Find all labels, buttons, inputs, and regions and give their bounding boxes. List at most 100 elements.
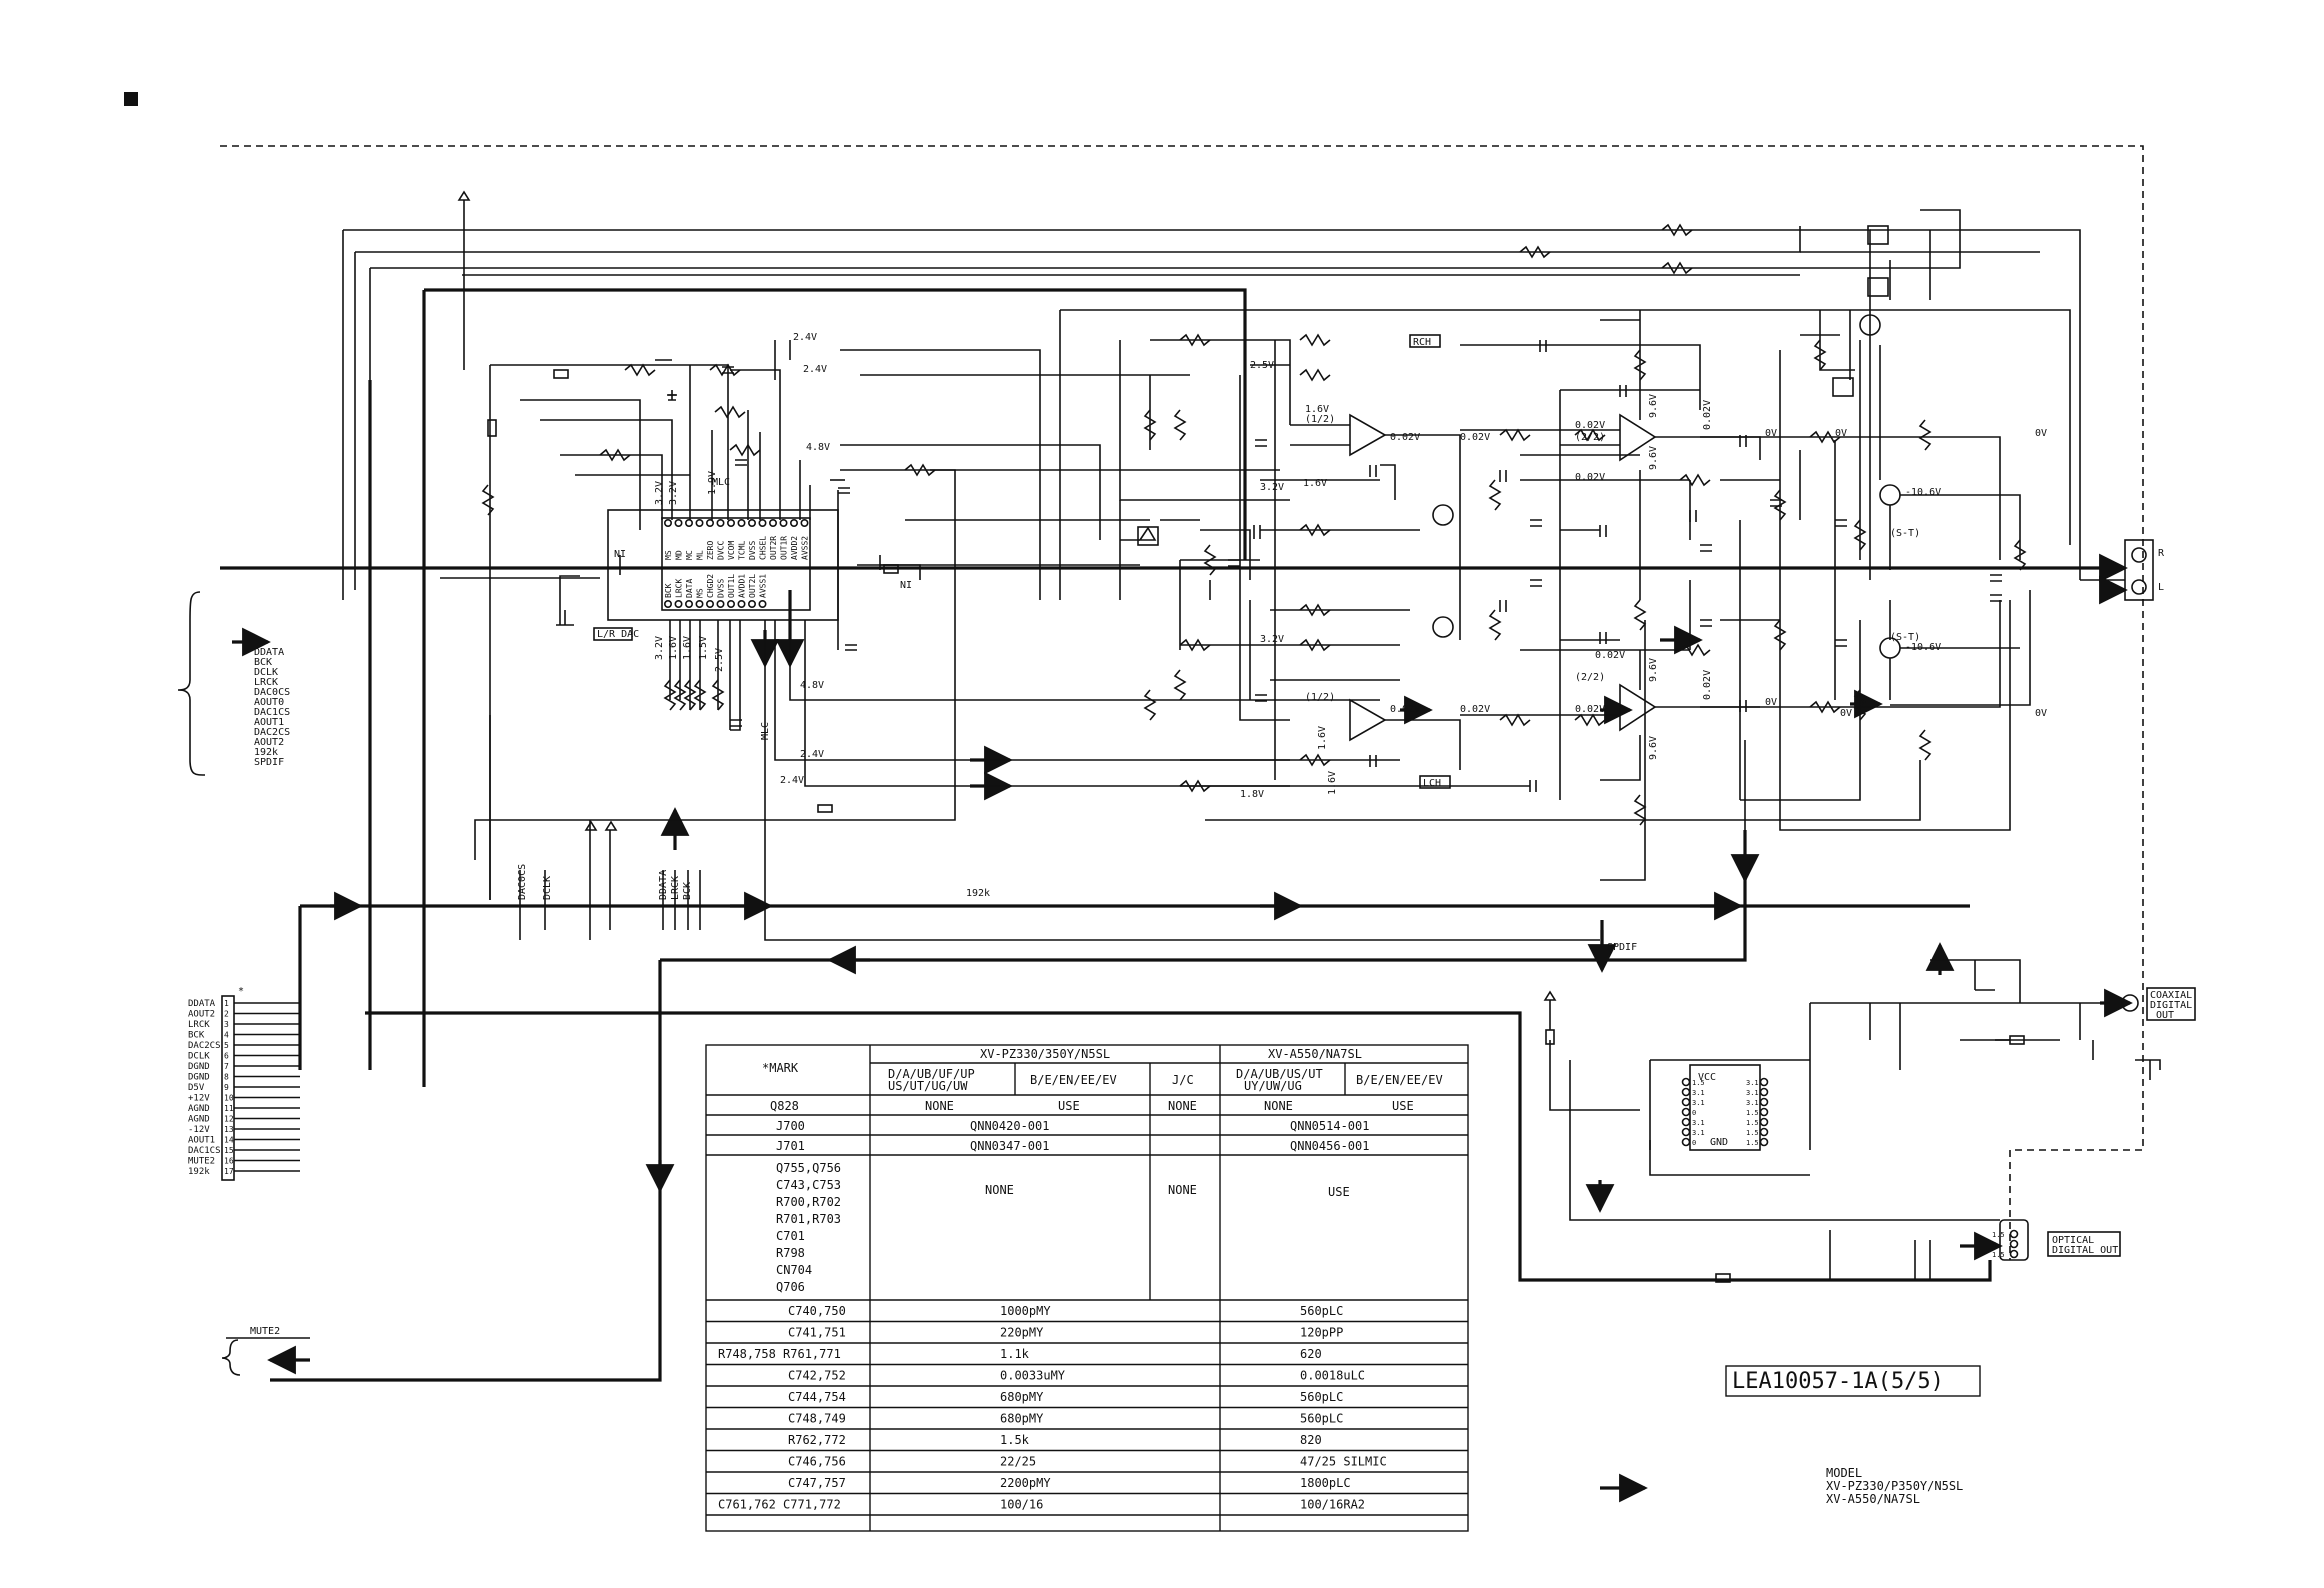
table-cell: 100/16 xyxy=(1000,1498,1043,1512)
table-sub-a1: US/UT/UG/UW xyxy=(888,1079,968,1093)
volt-3-2v: 3.2V xyxy=(1260,482,1284,493)
ic-pin-label: MS xyxy=(696,588,705,598)
ic-pin xyxy=(1759,1097,1769,1107)
conn-pin-number: 13 xyxy=(224,1125,234,1134)
conn-pin-number: 4 xyxy=(224,1031,229,1040)
ic-pin xyxy=(716,518,725,527)
ic-pin-label: OUT1L xyxy=(727,574,736,598)
ic-pin xyxy=(779,518,788,527)
conn-pin-label: AGND xyxy=(188,1104,210,1114)
bus-signal-label: 192k xyxy=(254,747,278,758)
table-cell: QNN0347-001 xyxy=(970,1139,1049,1153)
table-cell: 100/16RA2 xyxy=(1300,1498,1365,1512)
ic-pin-label: 1.5 xyxy=(1746,1139,1759,1147)
volt-9-6v: 9.6V xyxy=(1648,658,1659,682)
ic-pin xyxy=(789,518,798,527)
table-cell: USE xyxy=(1058,1099,1080,1113)
ic-pin xyxy=(726,518,735,527)
bus-signal-label: AOUT1 xyxy=(254,717,284,728)
volt-2-5v: 2.5V xyxy=(1250,360,1274,371)
optical-label: DIGITAL OUT xyxy=(2052,1245,2118,1256)
table-row-mark: R798 xyxy=(776,1246,805,1260)
vcc-label: VCC xyxy=(1698,1072,1716,1083)
table-cell: USE xyxy=(1392,1099,1414,1113)
coaxial-label: COAXIAL xyxy=(2150,990,2192,1001)
table-row-mark: C748,749 xyxy=(788,1412,846,1426)
optical-pin xyxy=(2009,1249,2019,1259)
ic-pin-label: MS xyxy=(664,550,673,560)
bus-signal-label: DAC2CS xyxy=(254,727,290,738)
table-row-mark: C761,762 C771,772 xyxy=(718,1498,841,1512)
table-row-mark: C743,C753 xyxy=(776,1178,841,1192)
table-cell: 560pLC xyxy=(1300,1304,1343,1318)
ic-pin xyxy=(726,599,735,608)
model-note: XV-A550/NA7SL xyxy=(1826,1492,1920,1506)
table-row-mark: C747,757 xyxy=(788,1476,846,1490)
rch-label: RCH xyxy=(1413,337,1431,348)
table-cell: 1800pLC xyxy=(1300,1476,1351,1490)
ic-pin-label: 1.5 xyxy=(1746,1119,1759,1127)
volt-1-8v: 1.8V xyxy=(1240,789,1264,800)
opamp-lch-1 xyxy=(1349,698,1387,742)
conn-pin-number: 11 xyxy=(224,1104,234,1113)
volt-2-4v: 2.4V xyxy=(803,364,827,375)
conn-pin-label: DGND xyxy=(188,1073,210,1083)
ic-pin-label: TCML xyxy=(738,541,747,560)
volt-9-6v: 9.6V xyxy=(1648,736,1659,760)
bus-label: BCK xyxy=(682,882,693,900)
table-cell: QNN0456-001 xyxy=(1290,1139,1369,1153)
ic-pin-label: 3.1 xyxy=(1746,1099,1759,1107)
table-cell: 2200pMY xyxy=(1000,1476,1051,1490)
ic-pin xyxy=(758,599,767,608)
table-row-mark: R701,R703 xyxy=(776,1212,841,1226)
coaxial-section: COAXIAL DIGITAL OUT xyxy=(1810,959,2196,1080)
parts-table: *MARK XV-PZ330/350Y/N5SL XV-A550/NA7SL D… xyxy=(705,1044,1981,1532)
st-label: (S-T) xyxy=(1890,528,1920,539)
conn-pin-label: AOUT2 xyxy=(188,1010,215,1020)
conn-pin-label: AOUT1 xyxy=(188,1136,215,1146)
volt-0v: 0V xyxy=(2035,708,2047,719)
ic-pin xyxy=(695,518,704,527)
table-model-a: XV-PZ330/350Y/N5SL xyxy=(980,1047,1110,1061)
table-cell: NONE xyxy=(925,1099,954,1113)
ic-pin-label: AVDD1 xyxy=(738,574,747,598)
coaxial-label: DIGITAL xyxy=(2150,1000,2192,1011)
volt-1-5v: 1.5V xyxy=(698,636,709,660)
volt-1-9v: 1.9V xyxy=(707,471,718,495)
volt-4-8v: 4.8V xyxy=(800,680,824,691)
volt-2-4v: 2.4V xyxy=(780,775,804,786)
volt-0-02v: 0.02V xyxy=(1460,432,1490,443)
volt-1-6v: 1.6V xyxy=(1303,478,1327,489)
ic-pin xyxy=(1681,1117,1691,1127)
table-cell: 680pMY xyxy=(1000,1390,1044,1404)
volt-minus-10-6v: -10.6V xyxy=(1905,642,1941,653)
table-cell: USE xyxy=(1328,1185,1350,1199)
conn-pin-number: 10 xyxy=(224,1094,234,1103)
volt-2-5v: 2.5V xyxy=(714,648,725,672)
conn-pin-label: BCK xyxy=(188,1031,205,1041)
conn-pin-number: 5 xyxy=(224,1041,229,1050)
conn-pin-number: 8 xyxy=(224,1073,229,1082)
half-label: (2/2) xyxy=(1575,672,1605,683)
table-row-mark: R748,758 R761,771 xyxy=(718,1347,841,1361)
ic-pin xyxy=(747,599,756,608)
volt-0-02v: 0.02V xyxy=(1390,432,1420,443)
ic-pin-label: DVSS xyxy=(717,579,726,598)
table-cell: 1.1k xyxy=(1000,1347,1030,1361)
table-cell: 1.5k xyxy=(1000,1433,1030,1447)
conn-pin-label: LRCK xyxy=(188,1020,210,1030)
drawing-number: LEA10057-1A(5/5) xyxy=(1732,1369,1944,1394)
spdif-label: SPDIF xyxy=(1607,942,1637,953)
ic-pin-label: 1.5 xyxy=(1692,1079,1705,1087)
volt-1-6v: 1.6V xyxy=(682,636,693,660)
ic-pin xyxy=(663,518,672,527)
table-cell: 680pMY xyxy=(1000,1412,1044,1426)
mute2-label: MUTE2 xyxy=(250,1326,280,1337)
ic-pin xyxy=(747,518,756,527)
conn-pin-label: 192k xyxy=(188,1167,210,1177)
ic-pin xyxy=(1681,1127,1691,1137)
table-sub-b2: B/E/EN/EE/EV xyxy=(1356,1073,1443,1087)
bus-signal-label: LRCK xyxy=(254,677,278,688)
bus-label: DAC0CS xyxy=(517,864,528,900)
